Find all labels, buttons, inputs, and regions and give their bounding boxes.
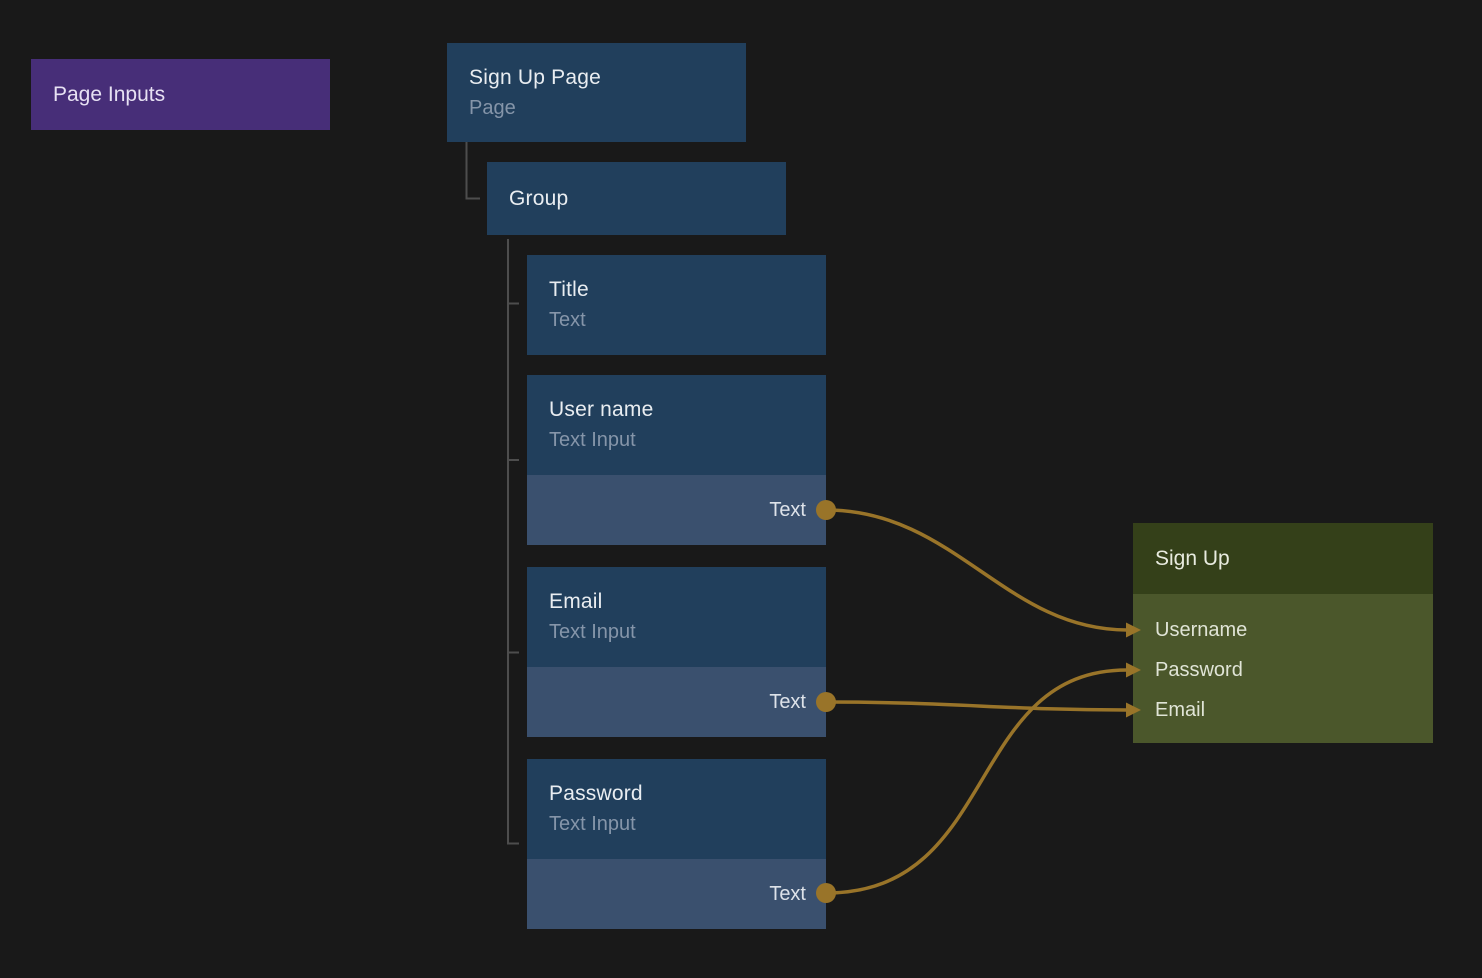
email-output-label: Text (769, 690, 806, 713)
wire-username-curve (825, 508, 1128, 632)
sign-up-input-email-label: Email (1155, 698, 1206, 721)
sign-up-target-title: Sign Up (1155, 546, 1230, 570)
group-title: Group (509, 186, 569, 210)
sign-up-target-body: Username Password Email (1133, 594, 1433, 743)
page-inputs-label: Page Inputs (53, 82, 166, 106)
tree-line-group-spine (507, 239, 519, 845)
email-node-header[interactable]: Email Text Input (527, 567, 826, 667)
sign-up-page-node[interactable]: Sign Up Page Page (447, 43, 746, 142)
username-node-type: Text Input (549, 429, 636, 451)
sign-up-input-username-label: Username (1155, 618, 1248, 641)
sign-up-input-password[interactable]: Password (1133, 650, 1433, 690)
page-inputs-node[interactable]: Page Inputs (31, 59, 330, 130)
email-node-output-row[interactable]: Text (527, 667, 826, 737)
title-node[interactable]: Title Text (527, 255, 826, 355)
email-node-type: Text Input (549, 621, 636, 643)
username-node-header[interactable]: User name Text Input (527, 375, 826, 475)
sign-up-input-username[interactable]: Username (1133, 610, 1433, 650)
password-output-label: Text (769, 882, 806, 905)
username-node-output-row[interactable]: Text (527, 475, 826, 545)
sign-up-page-type: Page (469, 96, 516, 119)
group-node[interactable]: Group (487, 162, 786, 235)
password-node[interactable]: Password Text Input Text (527, 759, 826, 929)
title-node-type: Text (549, 309, 586, 331)
username-node[interactable]: User name Text Input Text (527, 375, 826, 545)
wire-password-curve (825, 668, 1128, 895)
password-node-header[interactable]: Password Text Input (527, 759, 826, 859)
sign-up-input-email[interactable]: Email (1133, 690, 1433, 730)
title-node-title: Title (549, 278, 589, 301)
sign-up-input-password-label: Password (1155, 658, 1243, 681)
sign-up-target-header[interactable]: Sign Up (1133, 523, 1433, 594)
password-node-type: Text Input (549, 813, 636, 835)
wire-email-curve (825, 700, 1128, 712)
sign-up-page-title: Sign Up Page (469, 65, 601, 89)
password-node-output-row[interactable]: Text (527, 859, 826, 929)
email-node-title: Email (549, 590, 603, 613)
password-node-title: Password (549, 782, 643, 805)
username-output-label: Text (769, 498, 806, 521)
sign-up-target-node[interactable]: Sign Up Username Password Email (1133, 523, 1433, 743)
username-node-title: User name (549, 398, 654, 421)
tree-line-root-to-group (465, 142, 480, 200)
email-node[interactable]: Email Text Input Text (527, 567, 826, 737)
